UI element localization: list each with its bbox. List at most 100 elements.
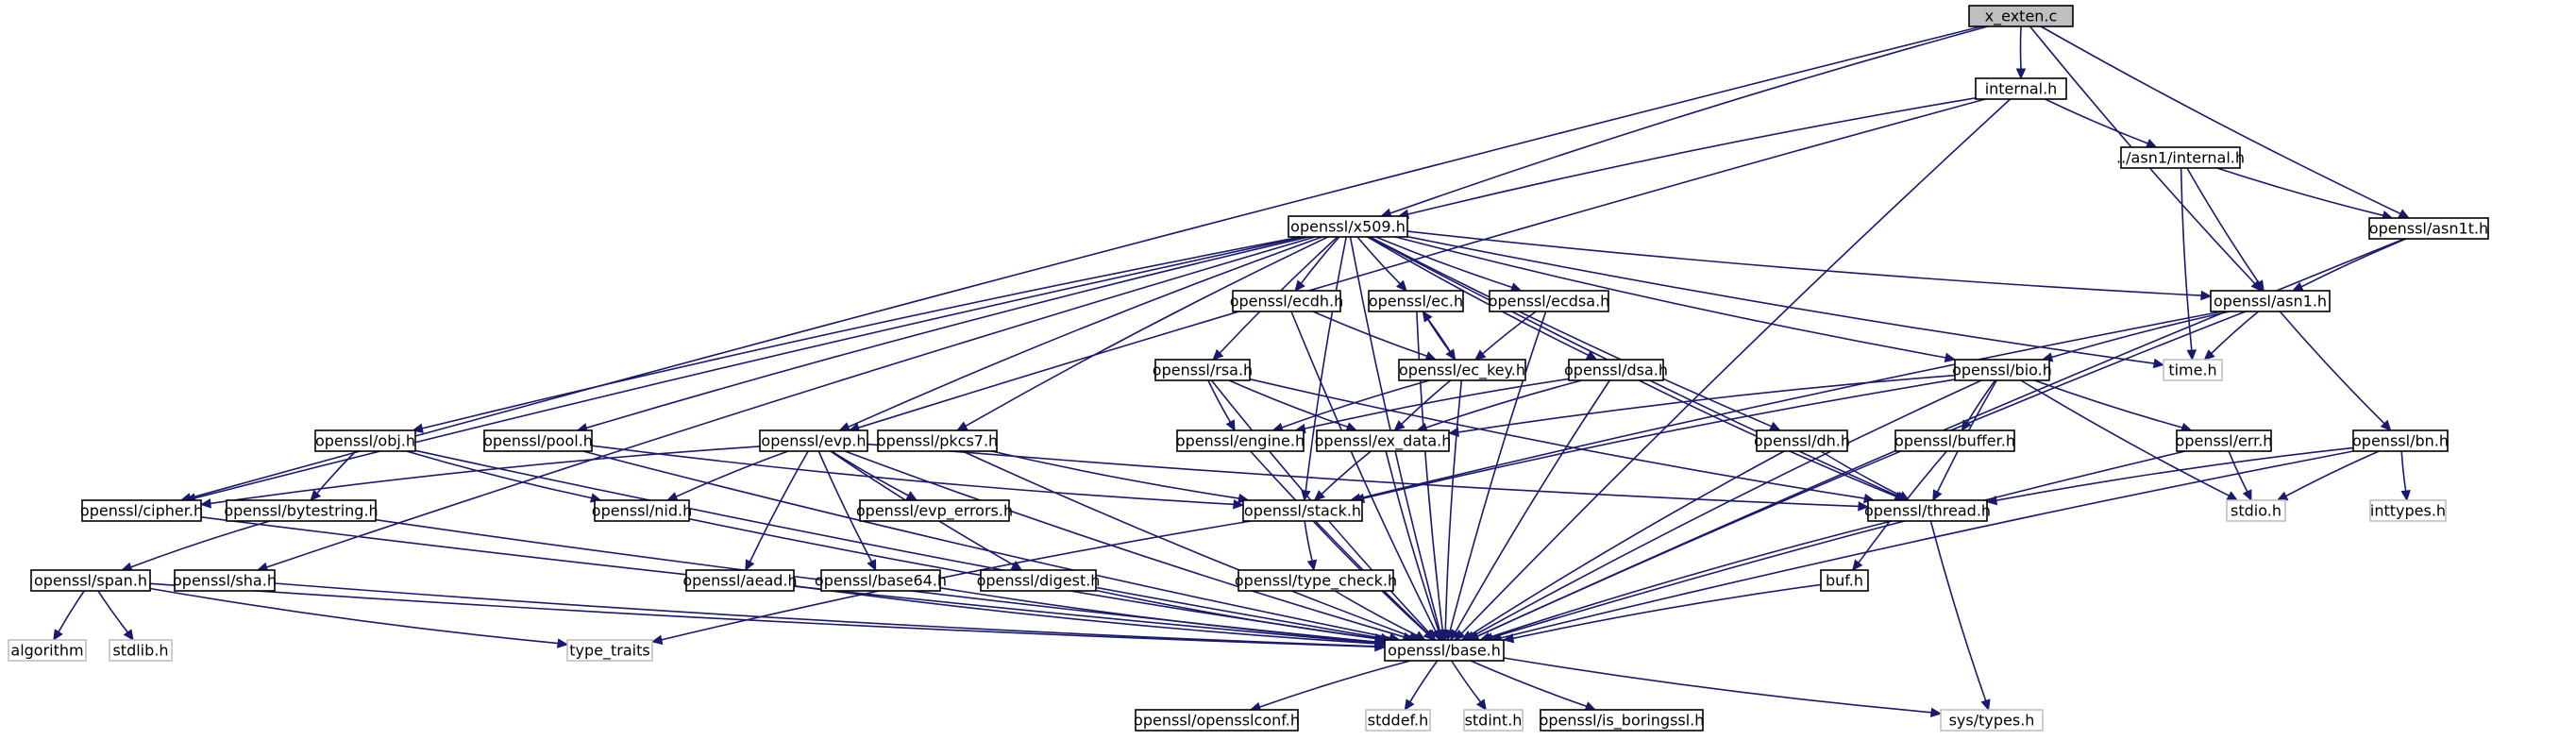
edge-bn-to-inttypes — [2400, 450, 2411, 502]
node-pkcs7[interactable]: openssl/pkcs7.h — [877, 429, 998, 452]
node-label: openssl/asn1.h — [2214, 293, 2327, 311]
edge-arrowhead — [2015, 68, 2027, 80]
node-span[interactable]: openssl/span.h — [30, 569, 151, 592]
node-digest[interactable]: openssl/digest.h — [977, 569, 1101, 592]
edge-arrowhead — [1502, 633, 1515, 644]
edge-asn1-to-bio — [2041, 311, 2231, 362]
node-buffer[interactable]: openssl/buffer.h — [1894, 429, 2015, 452]
edge-arrowhead — [2380, 419, 2392, 431]
node-buf[interactable]: buf.h — [1820, 569, 1869, 592]
node-box — [226, 499, 377, 522]
edge-line — [2285, 450, 2380, 497]
edge-line — [582, 450, 1390, 639]
node-obj[interactable]: openssl/obj.h — [314, 429, 416, 452]
edge-line — [2186, 167, 2260, 283]
node-box — [594, 499, 690, 522]
node-thread[interactable]: openssl/thread.h — [1864, 499, 1991, 522]
edge-line — [1250, 450, 1428, 634]
edge-arrowhead — [1980, 698, 1991, 712]
edge-obj-to-bytestring — [310, 450, 357, 501]
node-engine[interactable]: openssl/engine.h — [1176, 429, 1305, 452]
node-stack[interactable]: openssl/stack.h — [1242, 499, 1363, 522]
edge-line — [591, 445, 1235, 506]
node-box — [1154, 359, 1251, 381]
node-time: time.h — [2163, 359, 2223, 381]
node-x509[interactable]: openssl/x509.h — [1288, 215, 1408, 238]
edge-line — [1290, 311, 1437, 632]
node-label: openssl/base64.h — [815, 572, 947, 590]
node-opensslconf[interactable]: openssl/opensslconf.h — [1134, 709, 1300, 732]
edge-x509-to-sha — [256, 236, 1316, 572]
node-label: algorithm — [10, 642, 83, 660]
node-box — [1968, 5, 2074, 27]
edge-line — [2400, 450, 2407, 492]
edge-line — [2040, 25, 2401, 215]
node-aead[interactable]: openssl/aead.h — [682, 569, 798, 592]
node-evperrors[interactable]: openssl/evp_errors.h — [856, 499, 1013, 522]
node-bio[interactable]: openssl/bio.h — [1952, 359, 2052, 381]
edge-err-to-stdio — [2228, 450, 2252, 502]
node-box — [1232, 290, 1341, 312]
edge-line — [939, 587, 1376, 643]
node-inttypes: inttypes.h — [2369, 499, 2447, 522]
edge-arrowhead — [2398, 209, 2410, 219]
node-cipher[interactable]: openssl/cipher.h — [80, 499, 203, 522]
edge-line — [749, 450, 809, 563]
node-label: x_exten.c — [1985, 8, 2058, 26]
node-bytestring[interactable]: openssl/bytestring.h — [224, 499, 379, 522]
node-eckey[interactable]: openssl/ec_key.h — [1398, 359, 1526, 381]
node-systypes: sys/types.h — [1940, 709, 2044, 732]
node-typecheck[interactable]: openssl/type_check.h — [1235, 569, 1397, 592]
node-box — [1489, 290, 1609, 312]
edge-line — [1359, 311, 2223, 499]
edge-evp-to-aead — [745, 450, 809, 572]
node-stdio: stdio.h — [2226, 499, 2286, 522]
node-base64[interactable]: openssl/base64.h — [815, 569, 947, 592]
node-exdata[interactable]: openssl/ex_data.h — [1315, 429, 1452, 452]
edge-arrowhead — [956, 421, 968, 431]
edge-arrowhead — [1306, 559, 1318, 572]
edge-x509-to-ecdsa — [1375, 236, 1523, 293]
node-dsa[interactable]: openssl/dsa.h — [1564, 359, 1668, 381]
node-label: openssl/is_boringssl.h — [1540, 712, 1705, 731]
node-nid[interactable]: openssl/nid.h — [592, 499, 692, 522]
edge-eckey-to-exdata — [1393, 379, 1452, 431]
edge-line — [1820, 450, 1901, 496]
edge-line — [1406, 235, 2155, 364]
node-sha[interactable]: openssl/sha.h — [173, 569, 277, 592]
node-ecdsa[interactable]: openssl/ecdsa.h — [1489, 290, 1610, 312]
edge-arrowhead — [2276, 491, 2289, 501]
node-label: stddef.h — [1368, 712, 1428, 730]
node-evp[interactable]: openssl/evp.h — [759, 429, 868, 452]
edge-arrowhead — [1851, 559, 1863, 571]
node-ec[interactable]: openssl/ec.h — [1368, 290, 1464, 312]
node-err[interactable]: openssl/err.h — [2176, 429, 2273, 452]
edge-arrowhead — [556, 638, 569, 648]
node-asn1[interactable]: openssl/asn1.h — [2210, 290, 2331, 312]
node-box — [1242, 499, 1363, 522]
edge-line — [1389, 25, 1989, 214]
node-asn1t[interactable]: openssl/asn1t.h — [2368, 217, 2489, 240]
node-isboringssl[interactable]: openssl/is_boringssl.h — [1540, 709, 1705, 732]
node-internal[interactable]: internal.h — [1975, 77, 2067, 100]
node-asn1internal[interactable]: ../asn1/internal.h — [2116, 146, 2245, 169]
edge-pkcs7-to-stack — [991, 450, 1250, 504]
node-ecdh[interactable]: openssl/ecdh.h — [1230, 290, 1344, 312]
node-box — [2176, 429, 2272, 452]
edge-line — [1473, 379, 1982, 637]
node-stdlib: stdlib.h — [109, 639, 173, 662]
edge-internal-to-asn1internal — [2045, 98, 2158, 148]
node-label: stdlib.h — [112, 642, 168, 660]
node-bn[interactable]: openssl/bn.h — [2352, 429, 2449, 452]
edge-arrowhead — [2254, 279, 2265, 293]
edge-digest-to-base — [1095, 589, 1387, 644]
edge-span-to-typetraits — [149, 587, 569, 648]
node-pool[interactable]: openssl/pool.h — [483, 429, 593, 452]
node-dh[interactable]: openssl/dh.h — [1754, 429, 1850, 452]
edge-line — [675, 450, 789, 497]
edge-arrowhead — [1395, 279, 1407, 292]
node-base[interactable]: openssl/base.h — [1384, 639, 1505, 662]
edge-arrowhead — [1373, 633, 1387, 644]
node-rsa[interactable]: openssl/rsa.h — [1153, 359, 1253, 381]
node-box — [1894, 429, 2015, 452]
